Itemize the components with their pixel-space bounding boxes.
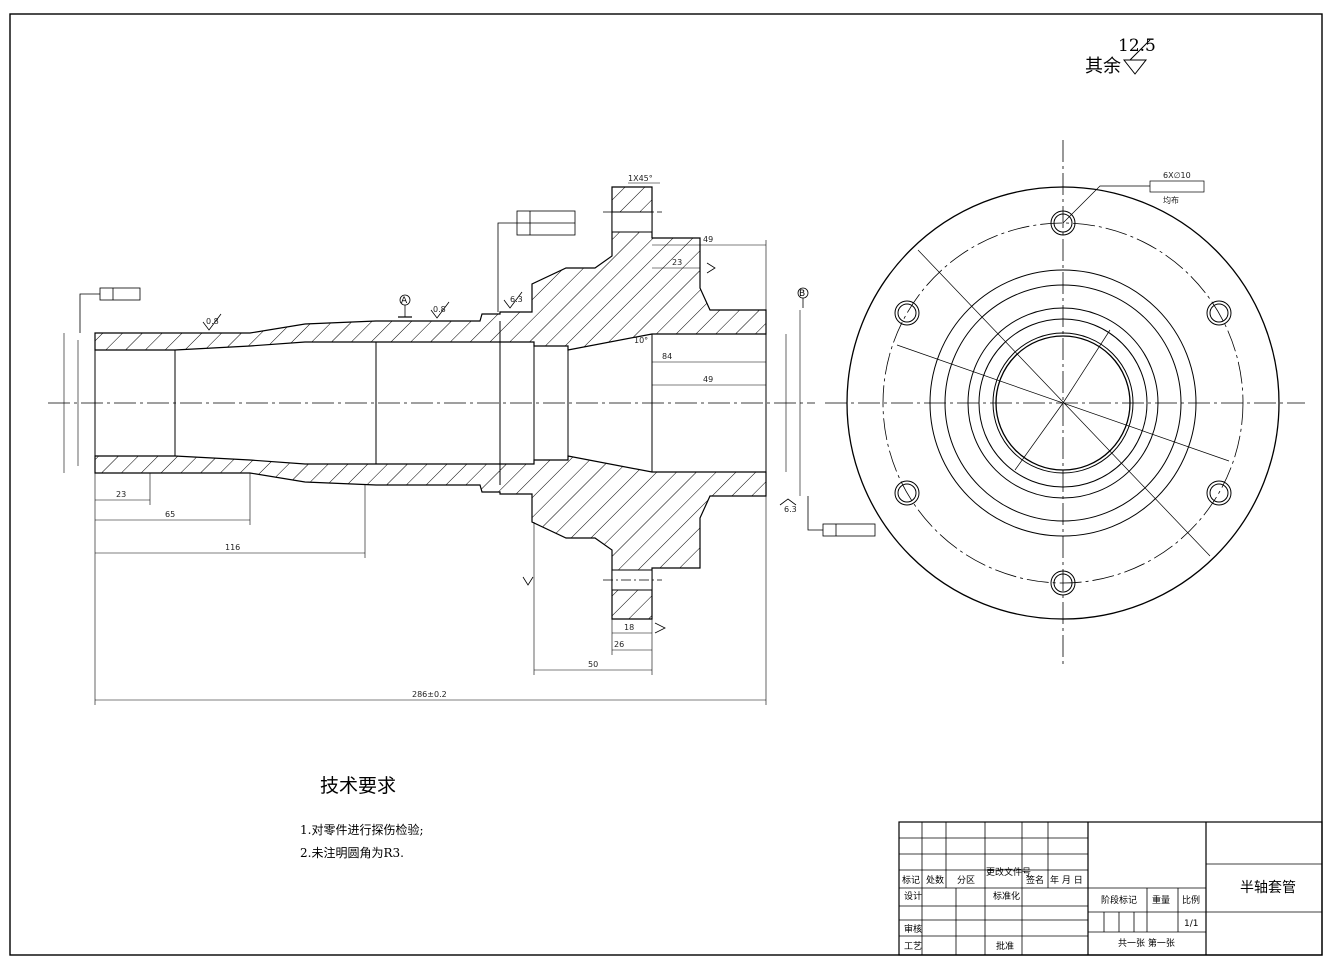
datum-a-label: A bbox=[401, 296, 408, 306]
hole-pattern-distribution: 均布 bbox=[1163, 195, 1179, 205]
lower-wall-section bbox=[94, 455, 767, 620]
bolt-hole bbox=[1050, 210, 1076, 236]
tech-requirements-title: 技术要求 bbox=[320, 775, 396, 797]
chamfer-label: 1X45° bbox=[628, 174, 653, 183]
end-view bbox=[825, 140, 1305, 665]
dim-49-mid: 49 bbox=[703, 375, 713, 384]
bolt-hole bbox=[894, 480, 920, 506]
tb-header-change-doc: 更改文件号 bbox=[986, 866, 1031, 878]
dim-26: 26 bbox=[614, 640, 624, 649]
tb-role-review: 审核 bbox=[904, 923, 922, 935]
upper-wall-section bbox=[94, 186, 767, 351]
tb-header-signature: 签名 bbox=[1026, 874, 1044, 886]
roughness-mark-4: 6.3 bbox=[784, 505, 797, 514]
dim-23-bottom: 23 bbox=[116, 490, 126, 499]
bolt-hole bbox=[1206, 480, 1232, 506]
dim-286: 286±0.2 bbox=[412, 690, 447, 699]
tb-header-mark: 标记 bbox=[902, 874, 920, 886]
section-view: 23 65 116 50 26 18 286±0.2 49 23 84 49 1… bbox=[48, 174, 876, 705]
dim-18: 18 bbox=[624, 623, 634, 632]
tb-role-standard: 标准化 bbox=[993, 890, 1020, 902]
title-block bbox=[898, 821, 1323, 956]
roughness-mark-2: 0.8 bbox=[433, 305, 446, 314]
tb-sheet: 共一张 第一张 bbox=[1118, 937, 1175, 949]
hole-pattern-count: 6X∅10 bbox=[1163, 171, 1191, 180]
roughness-symbols bbox=[202, 262, 797, 634]
roughness-note-value: 12.5 bbox=[1118, 36, 1156, 56]
tolerance-frame-center bbox=[497, 210, 576, 312]
tb-header-date: 年 月 日 bbox=[1050, 874, 1083, 886]
dim-116: 116 bbox=[225, 543, 240, 552]
bolt-hole bbox=[894, 300, 920, 326]
tech-requirement-1: 1.对零件进行探伤检验; bbox=[300, 822, 424, 837]
tb-role-process: 工艺 bbox=[904, 941, 922, 952]
tb-part-name: 半轴套管 bbox=[1240, 880, 1296, 896]
tech-requirement-2: 2.未注明圆角为R3. bbox=[300, 845, 404, 860]
roughness-mark-1: 0.8 bbox=[206, 317, 219, 326]
roughness-mark-3: 6.3 bbox=[510, 295, 523, 304]
drawing-frame bbox=[9, 13, 1323, 956]
dim-23-top: 23 bbox=[672, 258, 682, 267]
title-block-text: 标记 处数 分区 更改文件号 签名 年 月 日 设计 标准化 审核 工艺 批准 … bbox=[902, 866, 1296, 952]
datum-b-marker: B bbox=[797, 287, 809, 308]
tb-weight-label: 重量 bbox=[1152, 894, 1170, 906]
tb-header-zone: 分区 bbox=[957, 875, 975, 886]
tolerance-frame-right bbox=[807, 496, 876, 537]
tb-role-design: 设计 bbox=[904, 890, 922, 902]
tb-stage-label: 阶段标记 bbox=[1101, 894, 1137, 906]
tb-scale-value: 1/1 bbox=[1184, 919, 1198, 929]
flange-chamfer-note: 1X45° bbox=[628, 174, 660, 184]
tolerance-frame-left bbox=[79, 287, 141, 333]
bolt-hole bbox=[1050, 570, 1076, 596]
dim-10deg: 10° bbox=[634, 336, 648, 345]
datum-b-label: B bbox=[799, 289, 805, 299]
dim-65: 65 bbox=[165, 510, 175, 519]
datum-a-marker: A bbox=[398, 294, 412, 318]
dim-49-top: 49 bbox=[703, 235, 713, 244]
general-roughness-note: 其余 12.5 bbox=[1085, 36, 1156, 77]
tb-header-count: 处数 bbox=[926, 874, 944, 886]
tb-role-approve: 批准 bbox=[996, 940, 1014, 952]
bolt-hole bbox=[1206, 300, 1232, 326]
tb-scale-label: 比例 bbox=[1182, 894, 1200, 906]
roughness-note-label: 其余 bbox=[1085, 56, 1121, 77]
dim-84: 84 bbox=[662, 352, 672, 361]
dim-50: 50 bbox=[588, 660, 598, 669]
